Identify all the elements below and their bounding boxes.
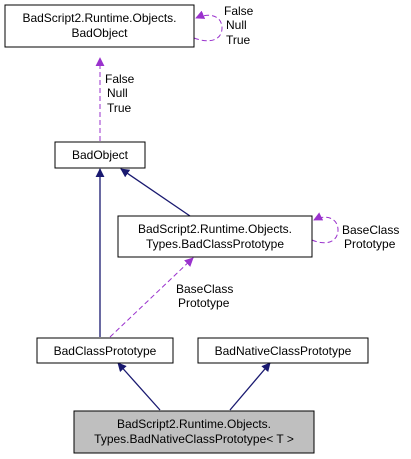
node-badclassprototype-label: BadClassPrototype <box>54 344 157 358</box>
label-self-classproto-line-1: BaseClass <box>342 223 399 237</box>
node-badobject[interactable]: BadObject <box>54 141 146 169</box>
inheritance-edge-target-to-badclassprototype <box>117 362 161 411</box>
node-badnativeclassprototype-label: BadNativeClassPrototype <box>215 344 352 358</box>
label-self-classproto-line-2: Prototype <box>344 237 396 251</box>
inheritance-edge-types-badclassprototype-to-badobject <box>120 168 191 217</box>
inheritance-edge-target-to-badnativeclassprototype <box>229 362 271 411</box>
node-badscript-badobject-line-1: BadScript2.Runtime.Objects. <box>22 11 176 25</box>
node-target-box <box>73 410 315 454</box>
node-badscript-badobject-box <box>4 4 195 48</box>
node-target-badnativeclassprototype-t[interactable]: BadScript2.Runtime.Objects. Types.BadNat… <box>73 410 315 454</box>
usage-edge-badclassprototype-to-types-badclassprototype <box>109 257 194 338</box>
edges <box>95 10 339 411</box>
label-self-badobject-line-3: True <box>226 33 251 47</box>
label-classproto-to-badclassproto-line-1: BaseClass <box>176 282 233 296</box>
node-badnativeclassprototype-box <box>197 337 369 364</box>
label-self-badobject-line-1: False <box>224 4 254 18</box>
label-classproto-to-badclassproto-line-2: Prototype <box>178 296 230 310</box>
label-self-classproto: BaseClass Prototype <box>342 223 399 251</box>
node-badnativeclassprototype[interactable]: BadNativeClassPrototype <box>197 337 369 364</box>
label-badobject-to-badobject: False Null True <box>105 72 135 115</box>
node-types-badclassprototype-box <box>117 215 313 258</box>
node-types-badclassprototype[interactable]: BadScript2.Runtime.Objects. Types.BadCla… <box>117 215 313 258</box>
node-badclassprototype-box <box>36 337 174 364</box>
node-target-line-1: BadScript2.Runtime.Objects. <box>117 417 271 431</box>
label-badobject-to-badobject-line-1: False <box>105 72 135 86</box>
label-classproto-to-badclassproto: BaseClass Prototype <box>176 282 233 310</box>
label-badobject-to-badobject-line-2: Null <box>107 86 128 100</box>
node-types-badclassprototype-line-1: BadScript2.Runtime.Objects. <box>138 222 292 236</box>
node-badscript-badobject-line-2: BadObject <box>71 26 128 40</box>
usage-self-loop-types-badclassprototype <box>311 212 339 244</box>
usage-self-loop-badscript-badobject <box>193 10 223 42</box>
node-badscript-badobject[interactable]: BadScript2.Runtime.Objects. BadObject <box>4 4 195 48</box>
node-types-badclassprototype-line-2: Types.BadClassPrototype <box>146 237 284 251</box>
node-badclassprototype[interactable]: BadClassPrototype <box>36 337 174 364</box>
label-badobject-to-badobject-line-3: True <box>107 101 132 115</box>
label-self-badobject-line-2: Null <box>226 18 247 32</box>
node-badobject-box <box>54 141 146 169</box>
label-self-badobject: False Null True <box>224 4 254 47</box>
node-target-line-2: Types.BadNativeClassPrototype< T > <box>94 432 294 446</box>
node-badobject-label: BadObject <box>72 148 129 162</box>
